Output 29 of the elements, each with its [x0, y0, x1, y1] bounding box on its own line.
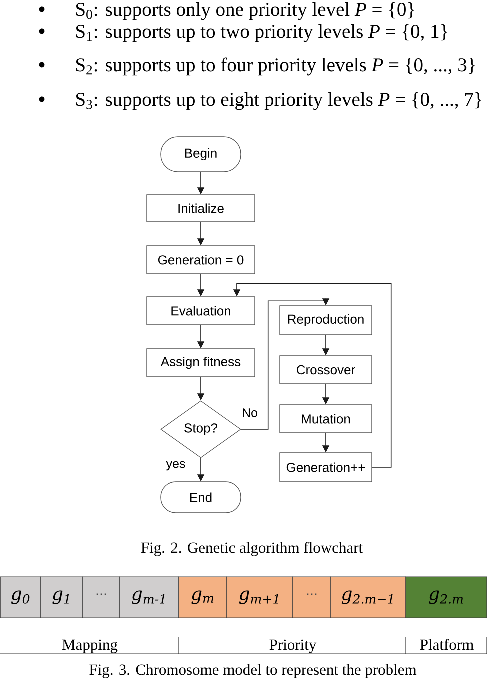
bullet-text: S$_{0}$: supports only one priority level P = {0}	[76, 2, 414, 20]
gene-cell: g$_{1}$	[40, 576, 84, 618]
bullet-text: S$_{2}$: supports up to four priority levels P = {0, ..., 3}	[76, 58, 475, 76]
gene-cell: g$_{2.m}$	[406, 576, 488, 618]
process-box: Generation++	[280, 452, 372, 482]
edge-label: No	[241, 408, 259, 418]
edge-label: yes	[165, 460, 187, 472]
process-box: Initialize	[146, 194, 256, 222]
process-box: Generation = 0	[146, 246, 256, 274]
gene-cell: g$_{m-1}$	[120, 576, 180, 618]
bullet-text: S$_{1}$: supports up to two priority levels P = {0, 1}	[76, 24, 448, 42]
process-box: Mutation	[280, 404, 372, 434]
figure-caption: Fig. 3. Chromosome model to represent the problem	[90, 664, 417, 678]
segment-label: Platform	[420, 639, 474, 650]
segment-label: Priority	[270, 640, 317, 654]
arrow	[240, 298, 330, 430]
gene-cell: g$_{0}$	[0, 576, 42, 618]
segment-label: Mapping	[62, 640, 118, 654]
process-box: Crossover	[280, 356, 372, 384]
gene-cell: g$_{m}$	[178, 576, 228, 618]
figure-caption: Fig. 2. Genetic algorithm flowchart	[141, 542, 363, 556]
process-box: Assign fitness	[146, 348, 256, 378]
process-box: Reproduction	[280, 306, 372, 336]
gene-cell: ⋯	[292, 576, 332, 618]
gene-cell: g$_{2.m−1}$	[330, 576, 406, 618]
bullet-text: S$_{3}$: supports up to eight priority levels P = {0, ..., 7}	[76, 92, 482, 110]
gene-cell: ⋯	[82, 576, 120, 618]
process-box: Evaluation	[146, 296, 256, 326]
gene-cell: g$_{m+1}$	[226, 576, 294, 618]
